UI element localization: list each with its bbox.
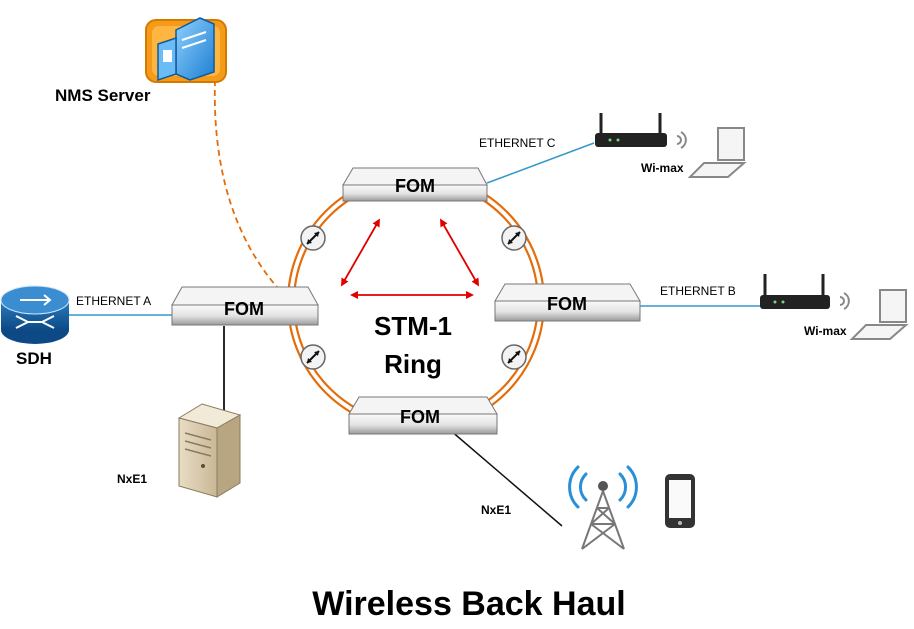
cell-tower-icon <box>568 465 638 550</box>
ethernet-b-label: ETHERNET B <box>660 284 736 298</box>
fom-top-label: FOM <box>395 176 435 196</box>
fom-top-node: FOM <box>342 167 488 202</box>
wireless-signal-icon <box>676 131 687 149</box>
fom-left-node: FOM <box>171 286 319 326</box>
diagram-title: Wireless Back Haul <box>312 585 625 623</box>
nxe1-server-label: NxE1 <box>117 472 147 486</box>
ethernet-c-label: ETHERNET C <box>479 136 556 150</box>
nms-server-icon <box>145 17 227 83</box>
nxe1-tower-label: NxE1 <box>481 503 511 517</box>
wireless-signal-icon <box>839 292 850 310</box>
laptop-b-icon <box>849 289 909 340</box>
smartphone-icon <box>665 474 695 528</box>
server-cabinet-icon <box>177 403 242 498</box>
nxe1-tower-link <box>449 429 563 527</box>
optical-switch-icon <box>501 225 527 251</box>
ring-label-line2: Ring <box>384 349 442 379</box>
wimax-b-label: Wi-max <box>804 324 847 338</box>
optical-switch-icon <box>300 225 326 251</box>
traffic-arrow <box>440 218 479 287</box>
sdh-icon <box>0 285 70 344</box>
fom-bottom-node: FOM <box>348 396 498 435</box>
ethernet-c-link <box>486 142 595 184</box>
laptop-c-icon <box>687 127 747 178</box>
optical-switch-icon <box>300 344 326 370</box>
nms-dashed-link <box>213 79 306 316</box>
fom-bottom-label: FOM <box>400 407 440 427</box>
ring-label-line1: STM-1 <box>374 311 452 341</box>
sdh-label: SDH <box>16 349 52 368</box>
wimax-router-b-icon <box>760 274 830 309</box>
traffic-arrow <box>341 218 380 287</box>
fom-left-label: FOM <box>224 299 264 319</box>
optical-switch-icon <box>501 344 527 370</box>
wimax-router-c-icon <box>595 113 667 147</box>
nms-server-label: NMS Server <box>55 86 151 105</box>
ethernet-a-label: ETHERNET A <box>76 294 151 308</box>
wimax-c-label: Wi-max <box>641 161 684 175</box>
fom-right-label: FOM <box>547 294 587 314</box>
fom-right-node: FOM <box>494 283 641 322</box>
